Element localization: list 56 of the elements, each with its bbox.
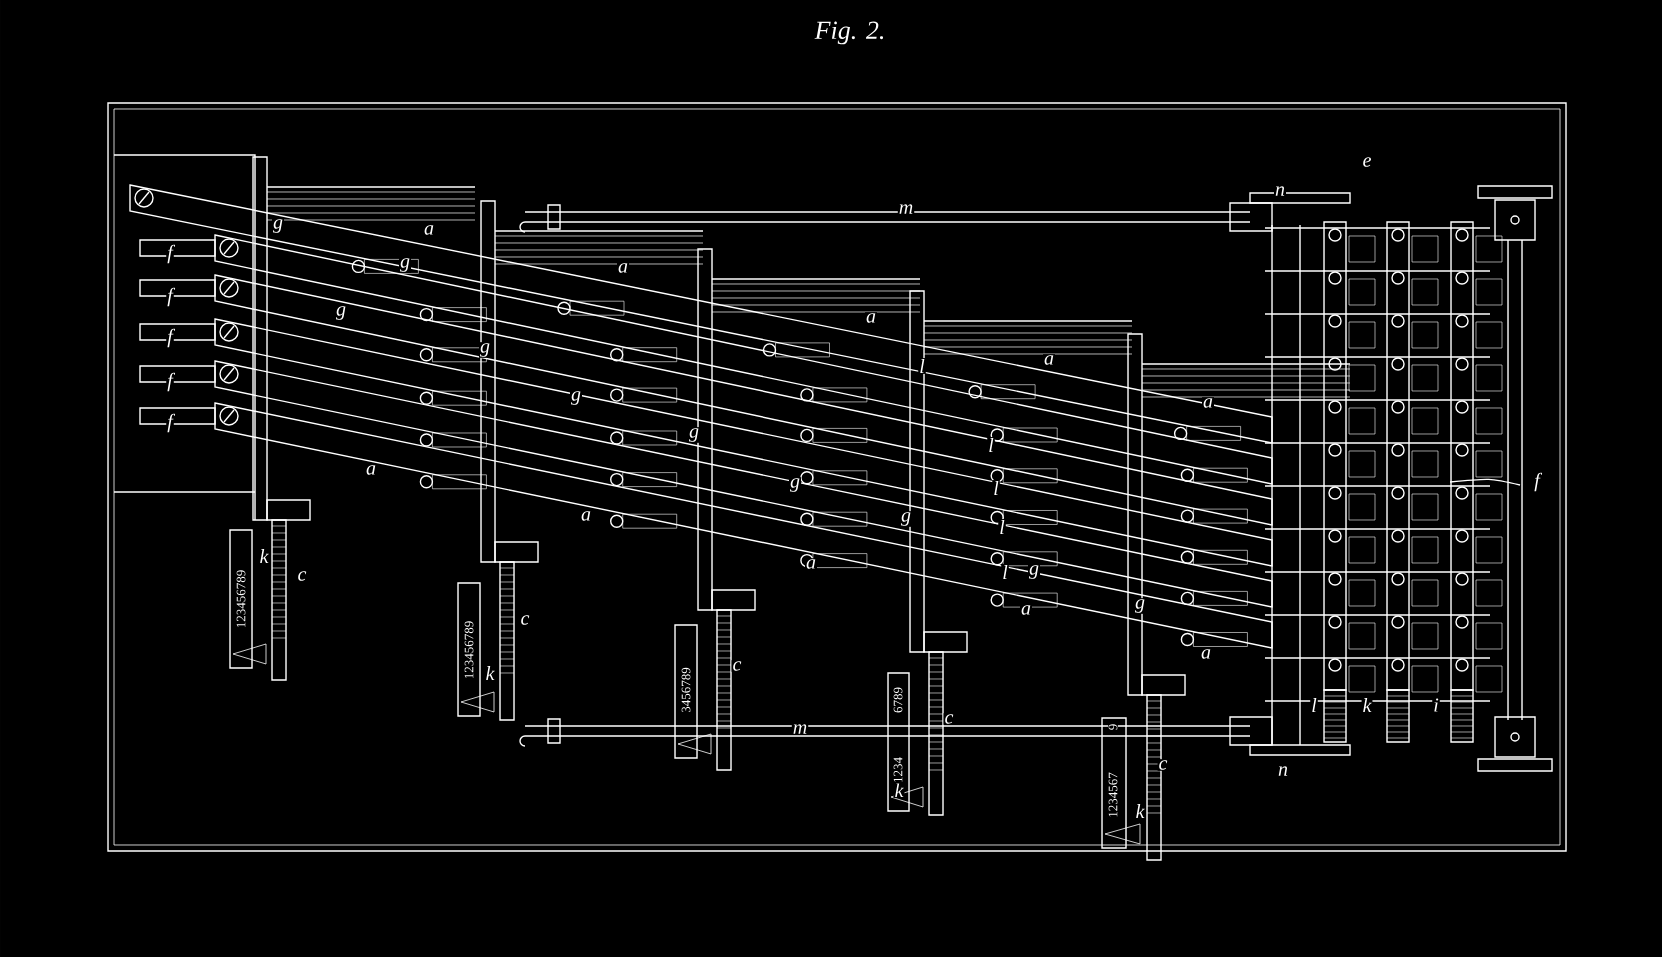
reference-letter: k: [1361, 697, 1373, 713]
reference-letter: c: [1157, 759, 1169, 771]
reference-letter: l: [987, 437, 995, 453]
reference-letter: k: [893, 782, 905, 798]
reference-letter: n: [1274, 185, 1286, 197]
figure-title: Fig. 2.: [814, 21, 884, 45]
reference-letter: g: [1134, 598, 1146, 614]
reference-letter: a: [1043, 354, 1055, 366]
reference-letter: l: [1310, 697, 1318, 713]
reference-letter: m: [897, 203, 915, 215]
reference-letter: k: [1134, 803, 1146, 819]
reference-letter: a: [865, 312, 877, 324]
reference-letter: n: [1277, 765, 1289, 777]
reference-letter: i: [1432, 697, 1440, 713]
reference-letter: g: [479, 342, 491, 358]
reference-letter: l: [992, 480, 1000, 496]
reference-letter: f: [166, 286, 176, 308]
reference-letter: f: [166, 412, 176, 434]
reference-letter: a: [580, 510, 592, 522]
reference-letter: c: [731, 660, 743, 672]
scale-digits: 1234: [893, 756, 903, 784]
reference-letter: f: [166, 243, 176, 265]
reference-letter: g: [335, 305, 347, 321]
reference-letter: f: [166, 371, 176, 393]
reference-letter: g: [570, 390, 582, 406]
reference-letter: a: [805, 558, 817, 570]
reference-letter: l: [998, 519, 1006, 535]
reference-letter: f: [1533, 471, 1543, 493]
reference-letter: a: [617, 262, 629, 274]
reference-letter: l: [918, 358, 926, 374]
reference-letter: l: [1001, 564, 1009, 580]
reference-letter: c: [519, 614, 531, 626]
reference-letter: g: [688, 427, 700, 443]
reference-letter: g: [272, 218, 284, 234]
reference-letter: g: [1028, 564, 1040, 580]
scale-digits: 3456789: [681, 666, 691, 714]
scale-digits: 123456789: [236, 569, 246, 629]
reference-letter: g: [399, 257, 411, 273]
reference-letter: a: [1020, 604, 1032, 616]
reference-letter: a: [1202, 397, 1214, 409]
reference-letter: a: [1200, 648, 1212, 660]
reference-letter: m: [791, 723, 809, 735]
reference-letter: a: [365, 464, 377, 476]
scale-digits: 123456789: [464, 620, 474, 680]
reference-letter: g: [789, 477, 801, 493]
scale-digits: 9: [1108, 723, 1118, 731]
reference-letter: c: [943, 713, 955, 725]
reference-letter: a: [423, 224, 435, 236]
reference-letter: k: [258, 548, 270, 564]
reference-letter: k: [484, 665, 496, 681]
scale-digits: 1234567: [1108, 771, 1118, 819]
reference-letter: c: [296, 570, 308, 582]
reference-letter: f: [166, 327, 176, 349]
reference-letter: g: [900, 511, 912, 527]
scale-digits: 6789: [893, 686, 903, 714]
reference-letter: e: [1361, 156, 1373, 168]
